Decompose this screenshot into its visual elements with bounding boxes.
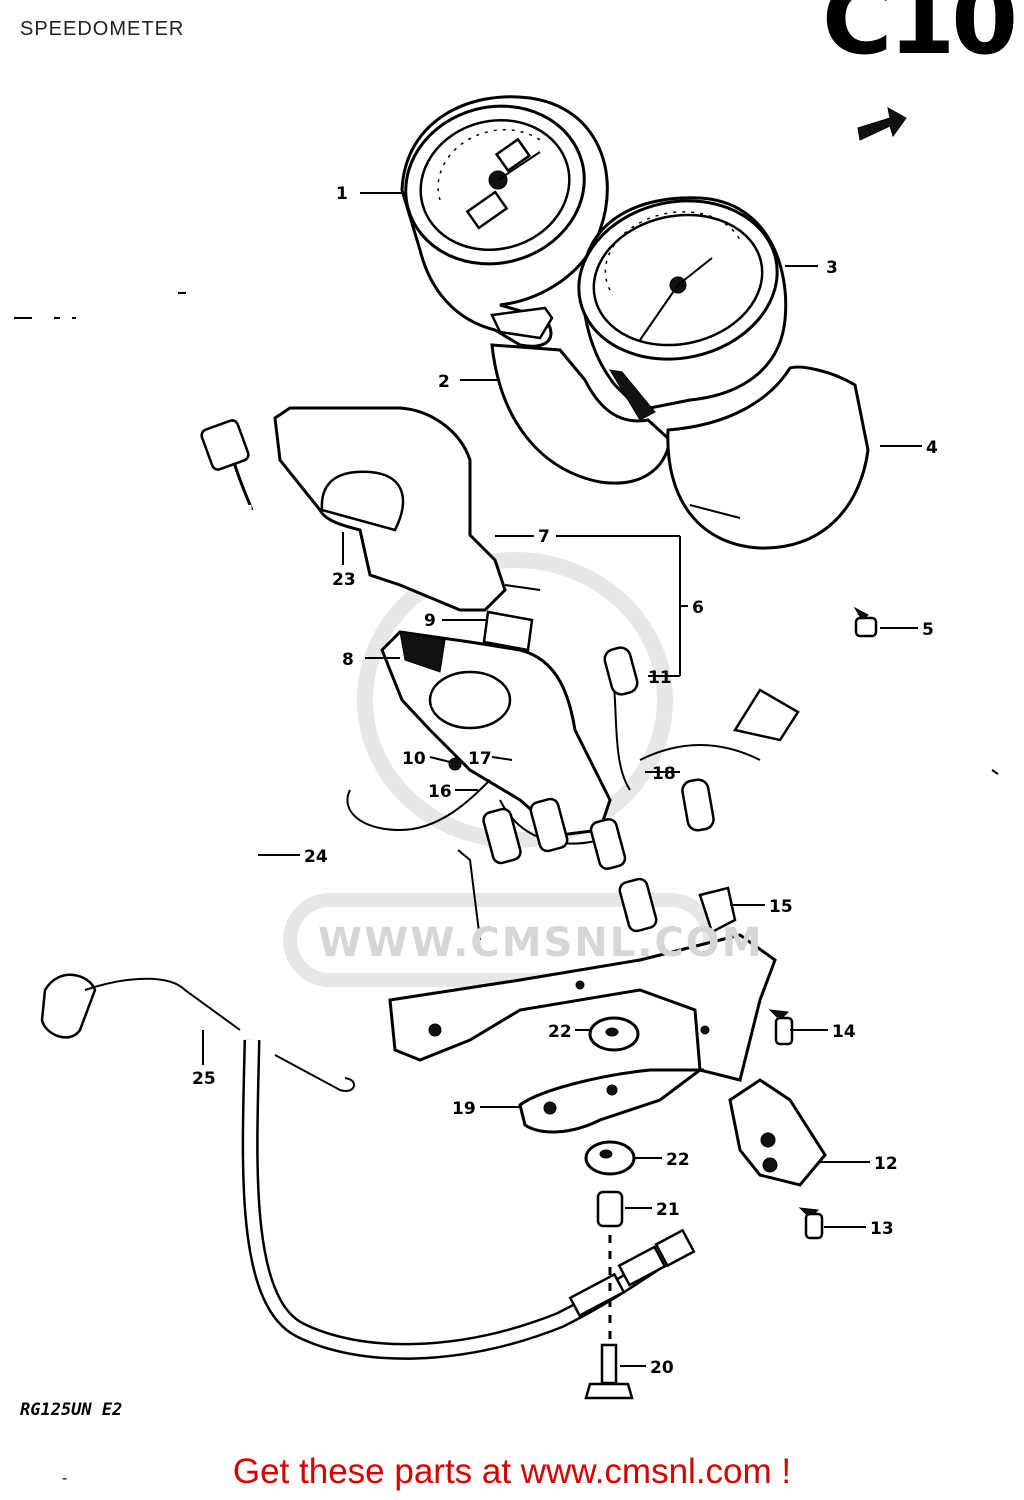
callout-22-lower: 22 xyxy=(666,1150,690,1170)
get-parts-link[interactable]: Get these parts at www.cmsnl.com ! xyxy=(232,1452,792,1491)
lower-bracket[interactable] xyxy=(518,1068,705,1134)
footer-dash: - xyxy=(62,1470,68,1487)
callout-24: 24 xyxy=(304,847,328,867)
callout-7: 7 xyxy=(538,527,550,547)
callout-25: 25 xyxy=(192,1069,216,1089)
grommet-upper[interactable] xyxy=(588,1016,640,1052)
spacer[interactable] xyxy=(596,1190,624,1228)
callout-13: 13 xyxy=(870,1219,894,1239)
speedometer-gauge[interactable] xyxy=(388,86,609,348)
speedometer-cable[interactable] xyxy=(200,419,696,1360)
scan-marks xyxy=(14,292,999,775)
callout-19: 19 xyxy=(452,1099,476,1119)
cable-guide[interactable] xyxy=(40,973,355,1092)
meter-cover[interactable] xyxy=(273,406,507,612)
leader-lines xyxy=(202,192,922,1367)
callout-20: 20 xyxy=(650,1358,674,1378)
callout-22-upper: 22 xyxy=(548,1022,572,1042)
harness-clamp[interactable] xyxy=(698,886,737,934)
callout-8: 8 xyxy=(342,650,354,670)
bracket-stay[interactable] xyxy=(728,1078,827,1187)
callout-14: 14 xyxy=(832,1022,856,1042)
callout-3: 3 xyxy=(826,258,838,278)
speedometer-lower-case[interactable] xyxy=(490,343,672,485)
callout-16: 16 xyxy=(428,782,452,802)
corner-section-code: C10 xyxy=(822,0,1018,76)
callout-17: 17 xyxy=(468,749,492,769)
front-arrow-icon xyxy=(857,107,907,141)
model-code: RG125UN E2 xyxy=(20,1400,123,1420)
page-title: SPEEDOMETER xyxy=(20,18,185,40)
callout-18: 18 xyxy=(652,764,676,784)
callout-9: 9 xyxy=(424,611,436,631)
screw-13[interactable] xyxy=(798,1207,824,1240)
indicator-housing[interactable] xyxy=(380,610,612,837)
grommet-lower[interactable] xyxy=(584,1140,636,1176)
callout-1: 1 xyxy=(336,184,348,204)
callout-4: 4 xyxy=(926,438,938,458)
gauge-screw[interactable] xyxy=(853,606,878,638)
bolt[interactable] xyxy=(584,1343,634,1400)
watermark-text: WWW.CMSNL.COM xyxy=(318,920,764,966)
callout-2: 2 xyxy=(438,372,450,392)
tachometer-lower-case[interactable] xyxy=(666,365,870,550)
wiring-harness[interactable] xyxy=(346,645,800,941)
callout-5: 5 xyxy=(922,620,934,640)
callout-15: 15 xyxy=(769,897,793,917)
callout-21: 21 xyxy=(656,1200,680,1220)
callout-11: 11 xyxy=(648,668,672,688)
tachometer-gauge[interactable] xyxy=(564,183,792,421)
callout-12: 12 xyxy=(874,1154,898,1174)
callout-6: 6 xyxy=(692,598,704,618)
callout-23: 23 xyxy=(332,570,356,590)
screw-14[interactable] xyxy=(768,1009,794,1046)
callout-10: 10 xyxy=(402,749,426,769)
